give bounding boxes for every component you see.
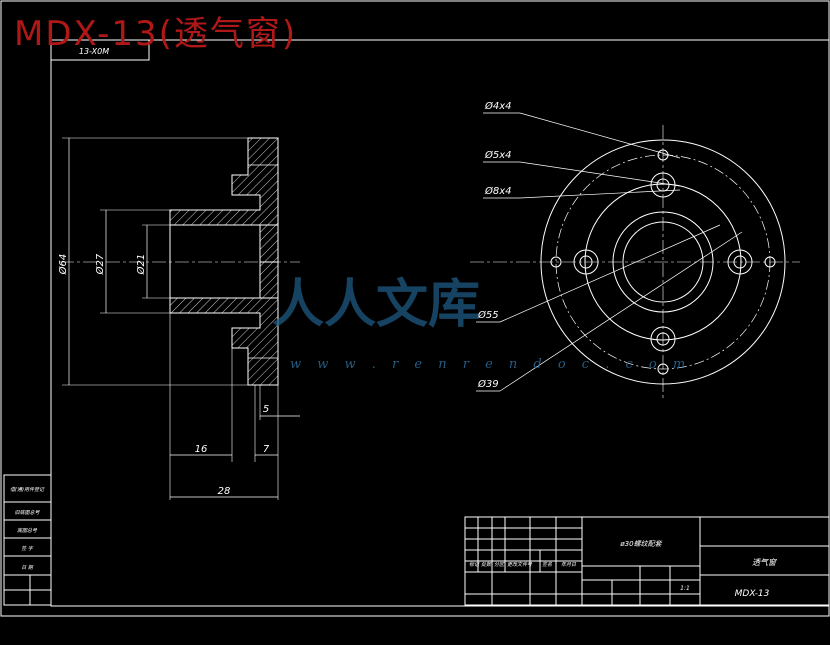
tb-mark-5: 年月日 [561,561,577,568]
dim-len16: 16 [195,444,208,455]
code-box [50,39,150,61]
dim-len5: 5 [263,404,269,415]
tb-mark-2: 分区 [494,561,505,568]
dim-d39: Ø39 [477,378,499,390]
dim-d55: Ø55 [477,309,499,321]
side-info-block [3,474,52,606]
side-label-4: 日 期 [21,564,34,571]
tb-mark-0: 标记 [469,561,480,568]
dim-len7: 7 [263,444,270,455]
page-title: MDX-13(透气窗) [14,14,298,54]
side-label-3: 签 字 [21,545,34,552]
tb-mark-3: 更改文件号 [507,561,533,568]
tb-mark-1: 处数 [481,561,492,568]
title-block [464,516,830,606]
side-label-1: 旧底图总号 [14,509,40,516]
dim-d21: Ø21 [135,254,147,276]
watermark-brand: 人人文库 [272,275,481,335]
dim-holes-4x4: Ø4x4 [484,100,512,112]
tb-material: 透气窗 [752,558,777,567]
front-view [470,112,800,400]
tb-part-code: MDX-13 [735,589,770,599]
dim-d27: Ø27 [94,253,106,275]
side-label-0: 借(通)用件登记 [10,486,45,493]
side-label-2: 底图总号 [17,527,38,534]
inner-frame [50,39,830,607]
tb-mark-4: 签名 [542,561,553,568]
dim-holes-5x4: Ø5x4 [484,149,512,161]
tb-part-name: ø30螺纹配套 [619,540,662,548]
dim-d64: Ø64 [57,254,69,276]
tb-scale: 1:1 [680,585,690,592]
code-box-text: 13-X0M [79,47,109,56]
watermark-url: w w w . r e n r e n d o c . c o m [290,357,692,372]
section-view [60,137,300,500]
dim-len28: 28 [218,486,231,497]
dim-holes-8x4: Ø8x4 [484,185,512,197]
